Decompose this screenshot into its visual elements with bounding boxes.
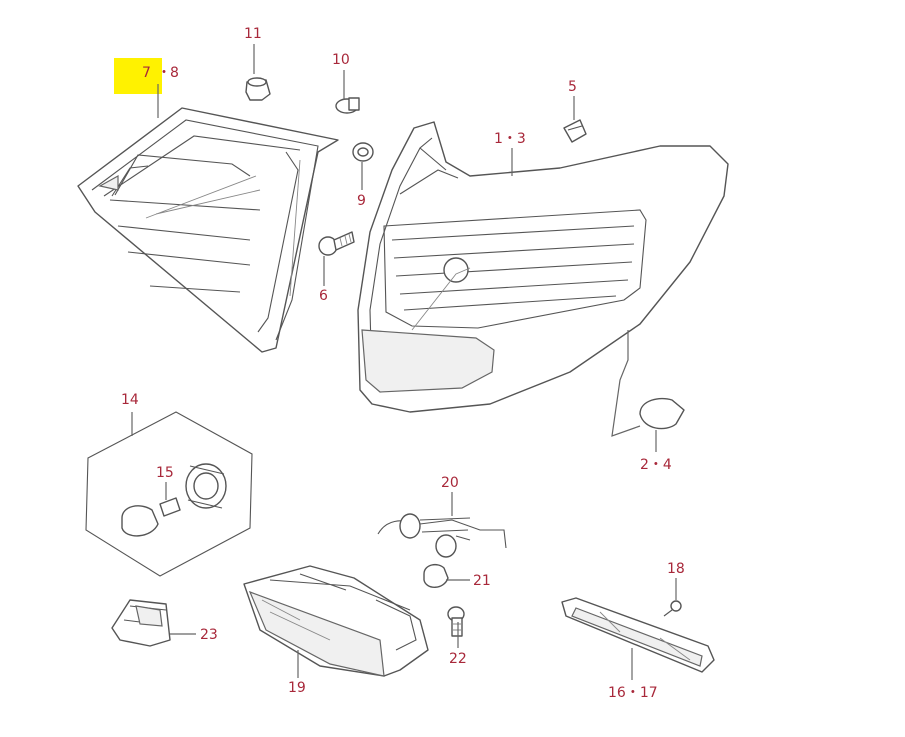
reflector-part-16-17[interactable]	[561, 597, 715, 673]
label-part-19: 19	[288, 680, 306, 696]
clip-part-10[interactable]	[335, 97, 360, 114]
license-lamp-part-23[interactable]	[111, 599, 171, 647]
label-part-6: 6	[319, 288, 328, 304]
label-part-20: 20	[441, 475, 459, 491]
bulb-part-2-4[interactable]	[639, 397, 685, 430]
label-part-18: 18	[667, 561, 685, 577]
label-part-10: 10	[332, 52, 350, 68]
inner-tail-lamp[interactable]	[77, 107, 339, 353]
outer-tail-lamp[interactable]	[357, 121, 729, 413]
nut-part-9[interactable]	[352, 142, 374, 162]
label-part-11: 11	[244, 26, 262, 42]
label-part-23: 23	[200, 627, 218, 643]
bolt-part-22[interactable]	[447, 606, 465, 637]
bolt-part-6[interactable]	[318, 231, 355, 256]
label-part-16-17: 16・17	[608, 685, 658, 701]
screw-part-18[interactable]	[663, 600, 682, 617]
label-part-2-4: 2・4	[640, 457, 672, 473]
label-part-1-3: 1・3	[494, 131, 526, 147]
label-part-5: 5	[568, 79, 577, 95]
label-part-14: 14	[121, 392, 139, 408]
bulb-kit-part-14[interactable]	[85, 411, 253, 577]
nut-part-11[interactable]	[245, 77, 271, 101]
label-part-22: 22	[449, 651, 467, 667]
mount-line-2-4	[611, 330, 641, 437]
label-separator-7-8: ・	[157, 65, 171, 81]
grommet-part-5[interactable]	[563, 119, 587, 143]
socket-wire-part-20[interactable]	[377, 513, 507, 558]
label-part-15: 15	[156, 465, 174, 481]
fog-lamp-housing-part-19[interactable]	[243, 565, 429, 677]
label-part-8: 8	[170, 65, 179, 81]
highlight-part-7	[114, 58, 162, 94]
label-part-21: 21	[473, 573, 491, 589]
label-part-7: 7	[142, 65, 151, 81]
bulb-part-21[interactable]	[423, 563, 449, 588]
label-part-9: 9	[357, 193, 366, 209]
